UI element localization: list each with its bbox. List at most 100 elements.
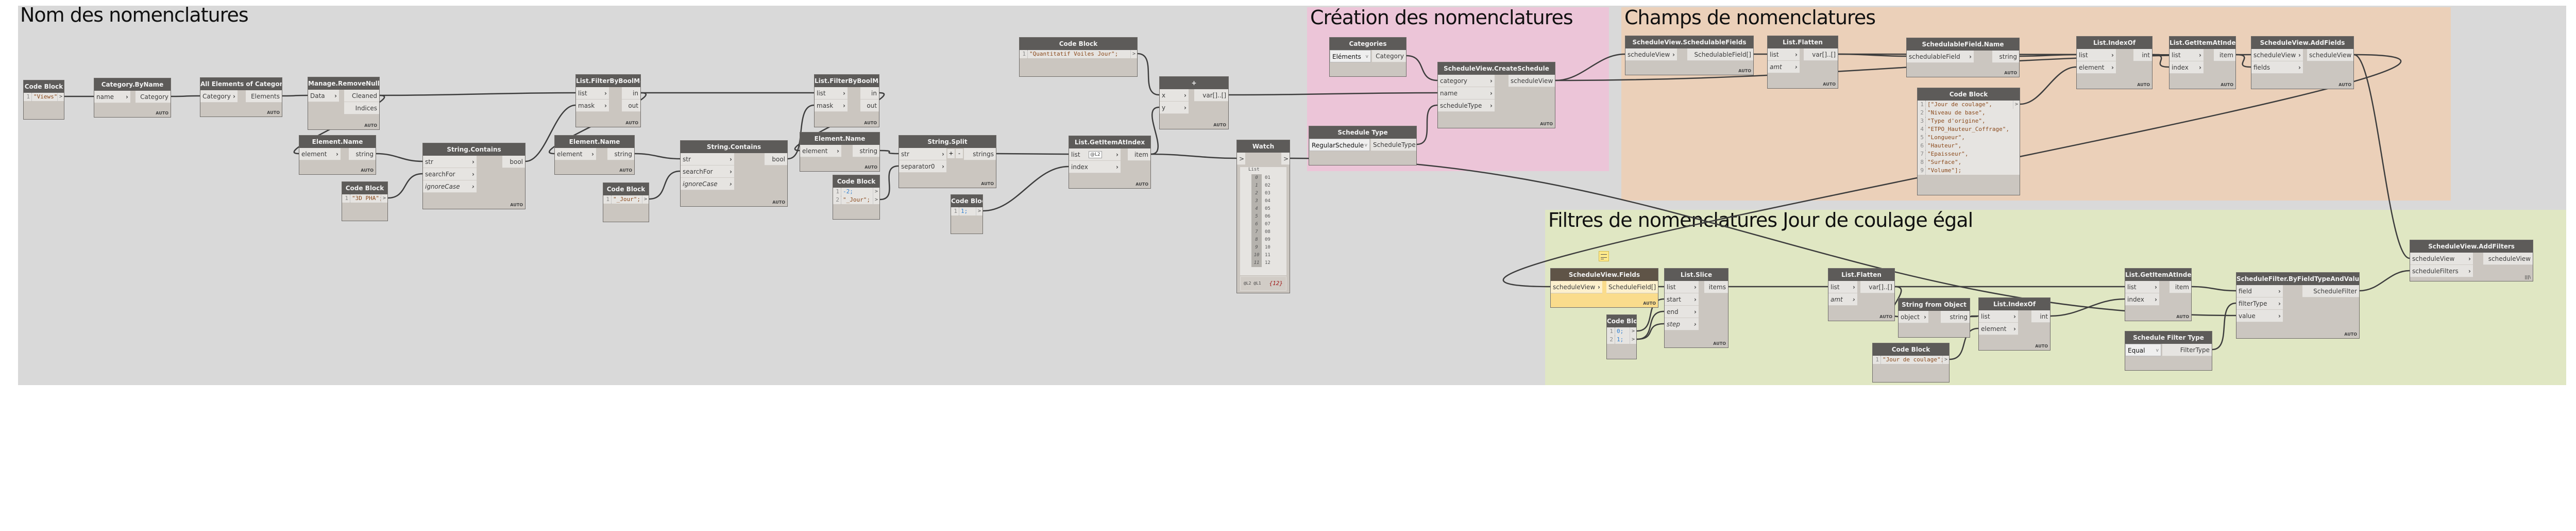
lacing-indicator[interactable]: AUTO (1713, 341, 1726, 346)
code-line[interactable]: 1"Quantitatif Voiles Jour";> (1020, 50, 1137, 58)
node-cb-slice[interactable]: Code Block10;>21;> (1606, 314, 1637, 359)
node-title[interactable]: List.GetItemAtIndex (2125, 269, 2191, 281)
output-port-icon[interactable]: > (873, 196, 879, 204)
node-title[interactable]: List.Flatten (1768, 36, 1838, 48)
output-port-icon[interactable]: > (1130, 50, 1137, 58)
lacing-indicator[interactable]: AUTO (1136, 182, 1148, 187)
wire-byfield-to-add-filters[interactable] (2359, 270, 2410, 292)
lacing-indicator[interactable]: AUTO (619, 168, 632, 173)
node-title[interactable]: List.GetItemAtIndex (1069, 136, 1150, 148)
node-title[interactable]: Element.Name (299, 136, 376, 148)
output-port-item[interactable]: item (2170, 281, 2191, 293)
node-title[interactable]: + (1160, 77, 1228, 89)
node-title[interactable]: SchedulableField.Name (1907, 38, 2019, 51)
node-title[interactable]: ScheduleFilter.ByFieldTypeAndValue (2236, 273, 2359, 285)
lacing-indicator[interactable]: AUTO (1540, 122, 1553, 126)
node-title[interactable]: String.Contains (681, 141, 787, 153)
code-line[interactable]: 1"3D PHA";> (342, 194, 387, 203)
input-port-start[interactable]: start› (1665, 293, 1699, 306)
lacing-indicator[interactable]: AUTO (981, 181, 994, 186)
node-title[interactable]: Code Block (342, 182, 387, 194)
wire-schedule-type-to-create-schedule[interactable] (1416, 104, 1438, 145)
output-port-in[interactable]: in (622, 87, 640, 99)
input-port-field[interactable]: field› (2236, 285, 2283, 297)
code-line[interactable]: 8"Surface", (1918, 158, 2020, 167)
lacing-indicator[interactable]: AUTO (2176, 314, 2189, 319)
code-text[interactable]: -2; (843, 188, 853, 195)
input-port-str[interactable]: str› (899, 148, 946, 160)
node-title[interactable]: List.IndexOf (1979, 298, 2050, 310)
code-line[interactable]: 4"ETPO_Hauteur_Coffrage", (1918, 125, 2020, 134)
wire-elname3-to-split[interactable] (879, 150, 899, 155)
output-port-scheduleview[interactable]: scheduleView (1509, 75, 1555, 87)
node-title[interactable]: Manage.RemoveNulls (308, 77, 379, 90)
lacing-indicator[interactable]: AUTO (2221, 82, 2233, 87)
code-text[interactable]: 1; (961, 208, 968, 214)
input-port-step[interactable]: step› (1665, 318, 1699, 330)
output-port-schedulefilter[interactable]: ScheduleFilter (2302, 285, 2359, 297)
input-port-list[interactable]: list› (1828, 281, 1857, 293)
output-port-category[interactable]: Category (135, 91, 171, 103)
input-port-end[interactable]: end› (1665, 306, 1699, 318)
input-port-name[interactable]: name› (94, 91, 130, 103)
output-port-bool[interactable]: bool (765, 153, 787, 165)
output-port-icon[interactable]: > (642, 195, 649, 204)
node-title[interactable]: ScheduleView.AddFilters (2410, 240, 2533, 253)
lacing-indicator[interactable]: AUTO (1643, 301, 1656, 306)
output-port-string[interactable]: string (607, 148, 634, 160)
input-port-separator0[interactable]: separator0› (899, 160, 946, 173)
wire-elname2-to-contains2[interactable] (634, 153, 681, 160)
input-port-list[interactable]: list@L2› (1069, 148, 1121, 161)
code-line[interactable]: 1"Views";> (24, 93, 64, 101)
output-port-schedulefield[interactable]: ScheduleField[] (1606, 281, 1658, 293)
wire-contains1-to-filter1[interactable] (525, 104, 576, 162)
input-port-scheduleview[interactable]: scheduleView› (1551, 281, 1602, 293)
code-line[interactable]: 1["Jour de coulage",> (1918, 101, 2020, 109)
output-port-icon[interactable]: > (1630, 327, 1636, 336)
wire-cb-jour1-to-contains2[interactable] (649, 170, 681, 200)
code-text[interactable]: "ETPO_Hauteur_Coffrage", (1927, 126, 2009, 132)
wire-getitem2-to-add-fields[interactable] (2235, 54, 2251, 68)
input-port-ignorecase[interactable]: ignoreCase› (681, 178, 734, 190)
input-port[interactable]: > (1237, 153, 1245, 165)
node-title[interactable]: String.Contains (423, 143, 525, 156)
wire-cb-split-to-split[interactable] (879, 165, 899, 201)
code-line[interactable]: 2"_Jour";> (833, 196, 879, 204)
input-port-amt[interactable]: amt› (1768, 61, 1800, 73)
output-port-var[interactable]: var[]..[] (1804, 48, 1838, 61)
lacing-indicator[interactable]: AUTO (625, 121, 638, 125)
input-port-object[interactable]: object› (1899, 311, 1928, 323)
input-port-value[interactable]: value› (2236, 310, 2283, 322)
node-title[interactable]: Code Block (833, 175, 879, 188)
wire-add-fields-to-add-filters[interactable] (2353, 54, 2410, 259)
output-port-var[interactable]: var[]..[] (1860, 281, 1894, 293)
node-cb-one[interactable]: Code Block11;> (951, 194, 983, 234)
output-port-string[interactable]: string (1941, 311, 1970, 323)
code-line[interactable]: 6"Hauteur", (1918, 142, 2020, 150)
code-text[interactable]: "Type d'origine", (1927, 118, 1986, 124)
wire-cb-one-to-getitem1[interactable] (982, 165, 1069, 212)
input-port-element[interactable]: element› (800, 145, 841, 157)
note-icon[interactable] (1599, 251, 1609, 261)
input-port-index[interactable]: index› (2125, 293, 2159, 306)
input-port-list[interactable]: list› (815, 87, 848, 99)
node-title[interactable]: Categories (1330, 38, 1406, 50)
